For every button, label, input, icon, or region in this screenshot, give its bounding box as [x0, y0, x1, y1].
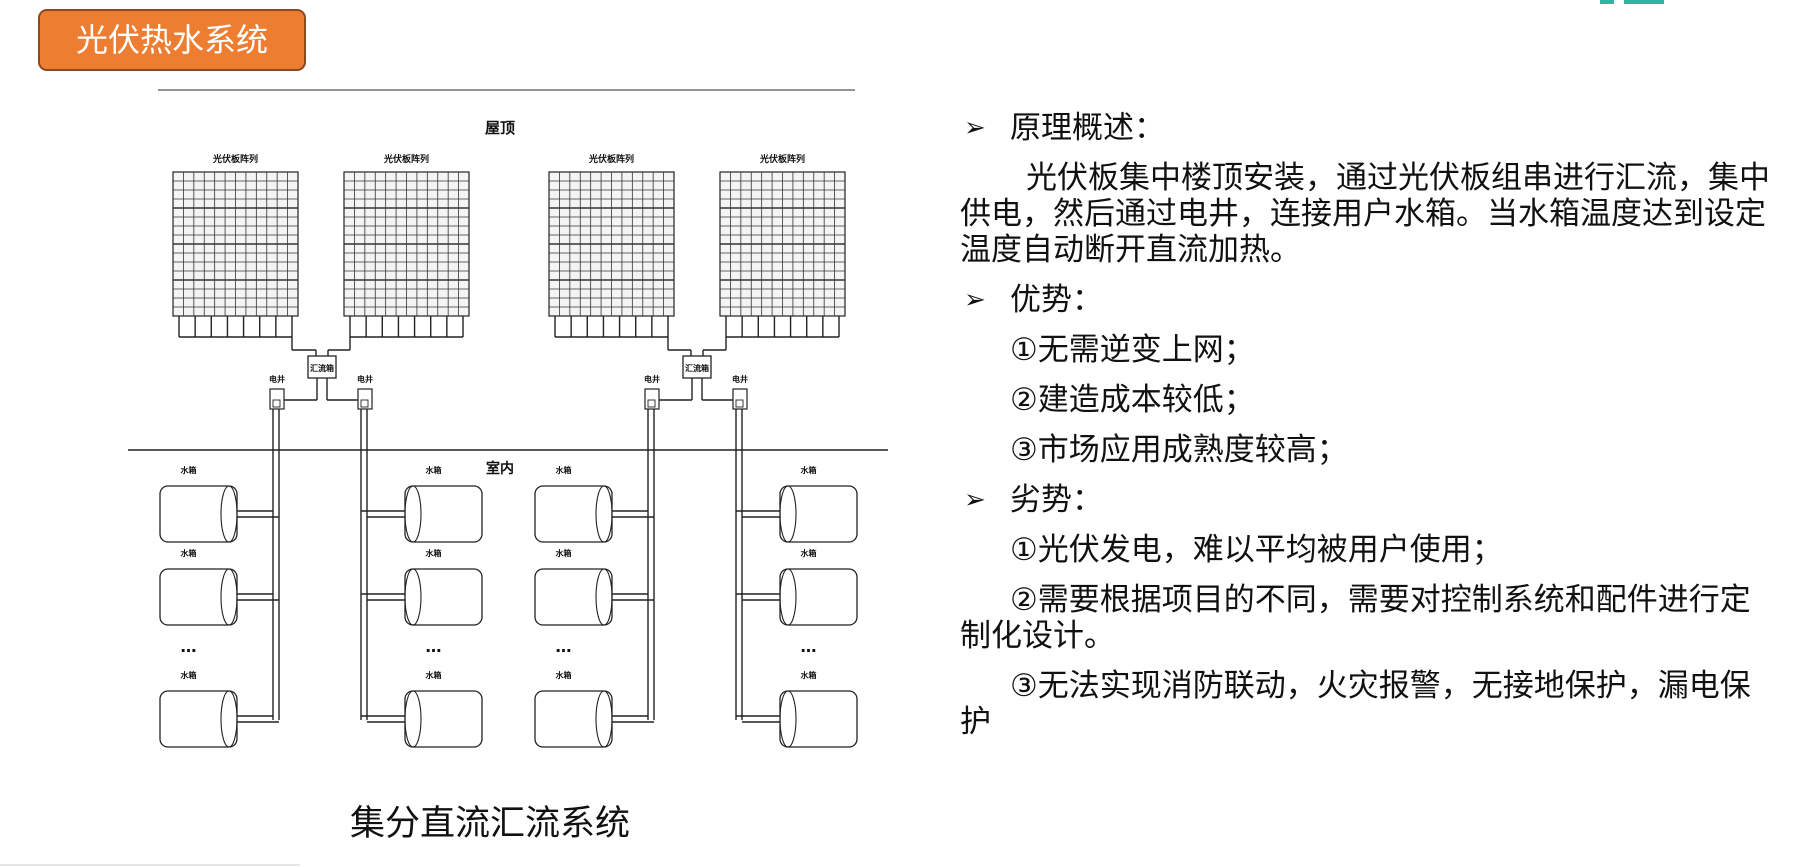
tank-end — [779, 485, 797, 543]
arrow-bullet-icon: ➢ — [964, 113, 986, 143]
panel-array-label: 光伏板阵列 — [212, 153, 258, 165]
electric-shaft — [644, 388, 660, 410]
panel-array-label: 光伏板阵列 — [759, 153, 805, 165]
shaft-label: 电井 — [357, 374, 373, 384]
water-tank — [534, 485, 613, 543]
tank-end — [220, 690, 238, 748]
water-tank — [779, 568, 858, 626]
combiner-box — [307, 355, 337, 379]
principle-text: 光伏板集中楼顶安装，通过光伏板组串进行汇流，集中供电，然后通过电井，连接用户水箱… — [960, 160, 1770, 268]
ellipsis: … — [426, 637, 442, 656]
ellipsis: … — [181, 637, 197, 656]
combiner-label: 汇流箱 — [310, 363, 334, 373]
tank-end — [595, 690, 613, 748]
roof-label: 屋顶 — [485, 119, 515, 137]
water-tank — [159, 568, 238, 626]
disadvantage-item: ③无法实现消防联动，火灾报警，无接地保护，漏电保护 — [960, 668, 1751, 740]
combiner-label: 汇流箱 — [685, 363, 709, 373]
electric-shaft — [732, 388, 748, 410]
combiner-box — [682, 355, 712, 379]
arrow-bullet-icon: ➢ — [964, 285, 986, 315]
disadvantages-heading: ➢ 劣势： — [964, 482, 1103, 518]
page-title: 光伏热水系统 — [38, 9, 306, 71]
water-tank — [779, 690, 858, 748]
tank-label: 水箱 — [800, 465, 817, 475]
diagram-caption: 集分直流汇流系统 — [349, 804, 630, 844]
shaft-label: 电井 — [732, 374, 748, 384]
disadvantage-item: ②需要根据项目的不同，需要对控制系统和配件进行定制化设计。 — [960, 582, 1751, 654]
panel-array-label: 光伏板阵列 — [588, 153, 634, 165]
water-tank — [534, 568, 613, 626]
tank-label: 水箱 — [425, 465, 442, 475]
advantage-item: ③市场应用成熟度较高； — [1010, 432, 1348, 468]
tank-end — [595, 485, 613, 543]
shaft-inner — [272, 399, 281, 408]
water-tank — [779, 485, 858, 543]
tank-label: 水箱 — [800, 548, 817, 558]
water-tank — [534, 690, 613, 748]
tank-label: 水箱 — [425, 548, 442, 558]
water-tank — [159, 690, 238, 748]
corner-accent — [1600, 0, 1680, 6]
shaft-label: 电井 — [269, 374, 285, 384]
shaft-inner — [647, 399, 656, 408]
disadvantage-item: ①光伏发电，难以平均被用户使用； — [1010, 532, 1503, 568]
tank-end — [595, 568, 613, 626]
description-panel: ➢ 原理概述： 光伏板集中楼顶安装，通过光伏板组串进行汇流，集中供电，然后通过电… — [960, 110, 1780, 754]
water-tank — [404, 690, 483, 748]
advantage-item: ②建造成本较低； — [1010, 382, 1255, 418]
indoor-label: 室内 — [486, 460, 514, 477]
tank-label: 水箱 — [555, 670, 572, 680]
advantage-item: ①无需逆变上网； — [1010, 332, 1255, 368]
advantages-heading: ➢ 优势： — [964, 282, 1103, 318]
water-tank — [159, 485, 238, 543]
tank-end — [220, 568, 238, 626]
electric-shaft — [357, 388, 373, 410]
tank-label: 水箱 — [180, 465, 197, 475]
tank-label: 水箱 — [180, 670, 197, 680]
tank-end — [220, 485, 238, 543]
tank-end — [779, 568, 797, 626]
principle-heading: ➢ 原理概述： — [964, 110, 1165, 146]
panel-array-label: 光伏板阵列 — [383, 153, 429, 165]
tank-end — [404, 568, 422, 626]
water-tank — [404, 568, 483, 626]
tank-end — [404, 485, 422, 543]
shaft-label: 电井 — [644, 374, 660, 384]
tank-end — [404, 690, 422, 748]
bottom-divider — [0, 864, 300, 866]
electric-shaft — [269, 388, 285, 410]
tank-end — [779, 690, 797, 748]
ellipsis: … — [556, 637, 572, 656]
arrow-bullet-icon: ➢ — [964, 485, 986, 515]
ellipsis: … — [801, 637, 817, 656]
shaft-inner — [735, 399, 744, 408]
tank-label: 水箱 — [800, 670, 817, 680]
tank-label: 水箱 — [555, 548, 572, 558]
shaft-inner — [360, 399, 369, 408]
tank-label: 水箱 — [555, 465, 572, 475]
tank-label: 水箱 — [425, 670, 442, 680]
water-tank — [404, 485, 483, 543]
tank-label: 水箱 — [180, 548, 197, 558]
